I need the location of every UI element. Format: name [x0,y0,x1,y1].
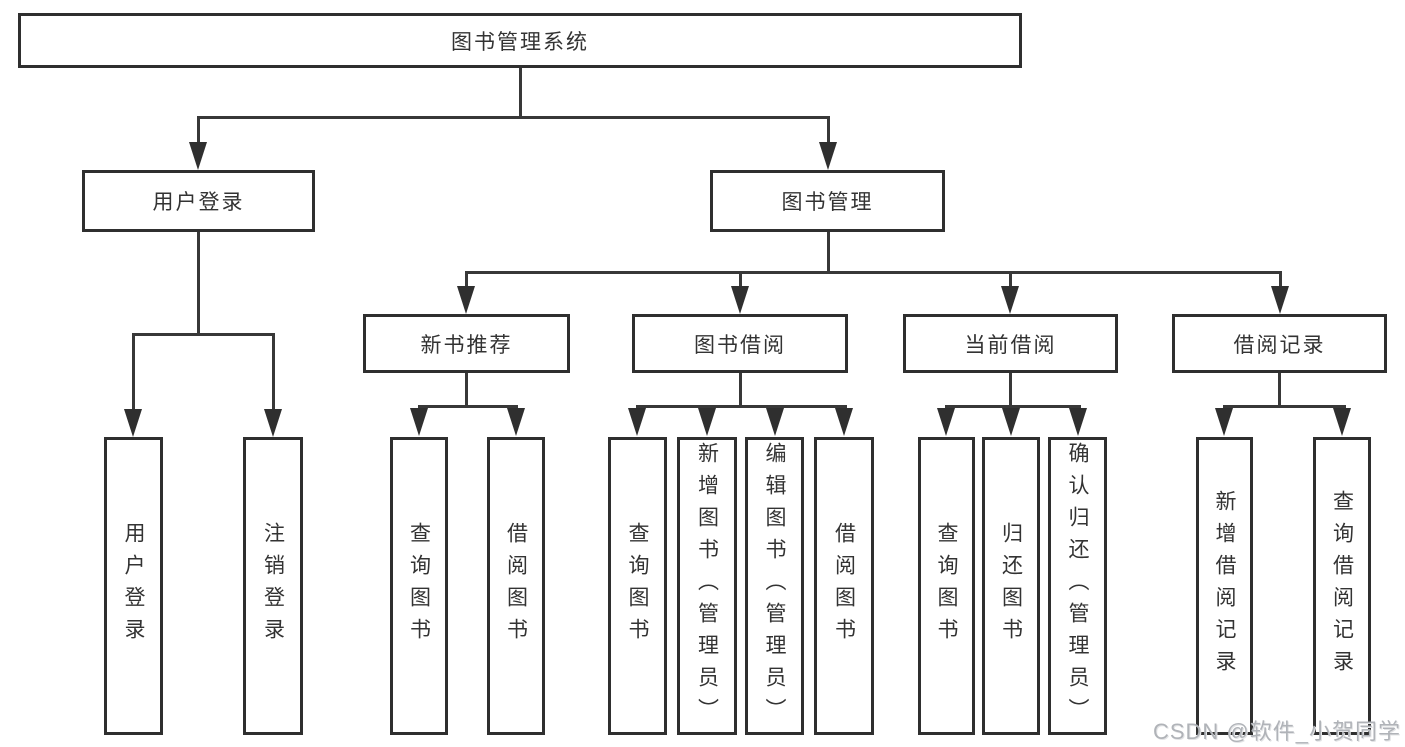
arrow-down-icon [835,408,853,436]
connector-hline [636,405,847,408]
node-new-book-recommend: 新书推荐 [363,314,570,373]
node-label: 查询图书 [407,522,431,650]
arrow-down-icon [819,142,837,170]
node-label: 借阅记录 [1233,333,1326,357]
arrow-down-icon [1002,408,1020,436]
node-label: 注销登录 [261,522,285,650]
node-label: 新增借阅记录 [1213,490,1236,682]
leaf-confirm-return-admin: 确认归还（管理员） [1048,437,1107,735]
arrow-down-icon [124,409,142,437]
node-label: 借阅图书 [504,522,528,650]
connector-hline [197,116,830,119]
csdn-watermark: CSDN @软件_小贺同学 [1152,719,1401,744]
connector-vline [197,232,200,336]
arrow-down-icon [731,286,749,314]
connector-vline [132,334,135,411]
connector-vline [739,373,742,408]
leaf-query-books-recommend: 查询图书 [390,437,448,735]
node-label: 确认归还（管理员） [1066,442,1089,730]
connector-vline [827,117,830,145]
leaf-query-books-borrowing: 查询图书 [608,437,667,735]
node-label: 编辑图书（管理员） [763,442,786,730]
connector-vline [827,232,830,274]
arrow-down-icon [628,408,646,436]
node-borrowing-records: 借阅记录 [1172,314,1387,373]
leaf-query-borrow-record: 查询借阅记录 [1313,437,1371,735]
arrow-down-icon [507,408,525,436]
connector-vline [272,334,275,411]
leaf-user-login: 用户登录 [104,437,163,735]
node-book-borrowing: 图书借阅 [632,314,848,373]
arrow-down-icon [766,408,784,436]
connector-vline [465,373,468,408]
arrow-down-icon [410,408,428,436]
node-label: 归还图书 [999,522,1023,650]
connector-vline [465,272,468,288]
node-label: 用户登录 [122,522,145,650]
arrow-down-icon [1069,408,1087,436]
leaf-edit-books-admin: 编辑图书（管理员） [745,437,804,735]
connector-vline [739,272,742,288]
connector-vline [519,68,522,119]
node-label: 当前借阅 [964,333,1057,357]
arrow-down-icon [1271,286,1289,314]
node-library-system: 图书管理系统 [18,13,1022,68]
node-label: 借阅图书 [832,522,856,650]
node-label: 图书管理系统 [451,30,589,54]
connector-hline [418,405,518,408]
node-user-login: 用户登录 [82,170,315,232]
connector-vline [1279,272,1282,288]
node-label: 新增图书（管理员） [695,442,719,730]
connector-hline [132,333,275,336]
connector-vline [1009,373,1012,408]
connector-vline [1278,373,1281,408]
node-book-management: 图书管理 [710,170,945,232]
leaf-return-books: 归还图书 [982,437,1040,735]
node-current-borrowing: 当前借阅 [903,314,1118,373]
connector-hline [945,405,1081,408]
arrow-down-icon [264,409,282,437]
node-label: 用户登录 [152,191,245,214]
arrow-down-icon [1215,408,1233,436]
node-label: 查询图书 [935,522,958,650]
node-label: 图书管理 [781,191,874,214]
arrow-down-icon [1001,286,1019,314]
arrow-down-icon [1333,408,1351,436]
leaf-logout: 注销登录 [243,437,303,735]
connector-vline [197,117,200,145]
arrow-down-icon [937,408,955,436]
connector-hline [1223,405,1346,408]
node-label: 新书推荐 [420,333,513,357]
leaf-query-books-current: 查询图书 [918,437,975,735]
leaf-borrow-books-borrowing: 借阅图书 [814,437,874,735]
arrow-down-icon [189,142,207,170]
arrow-down-icon [698,408,716,436]
connector-vline [1009,272,1012,288]
arrow-down-icon [457,286,475,314]
leaf-add-books-admin: 新增图书（管理员） [677,437,737,735]
connector-hline [465,271,1282,274]
leaf-borrow-books-recommend: 借阅图书 [487,437,545,735]
node-label: 查询图书 [626,522,649,650]
node-label: 查询借阅记录 [1330,490,1354,682]
leaf-add-borrow-record: 新增借阅记录 [1196,437,1253,735]
node-label: 图书借阅 [694,333,786,357]
